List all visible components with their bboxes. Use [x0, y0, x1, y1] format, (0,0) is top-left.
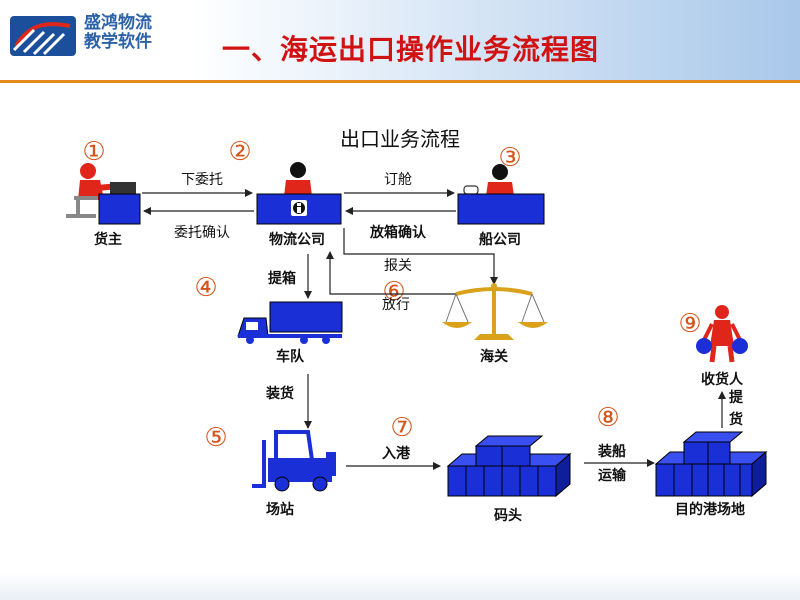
edge-release-confirm-label: 放箱确认	[369, 224, 427, 241]
logo-icon	[10, 16, 76, 56]
step-number-1: ①	[82, 137, 105, 167]
logo-text: 盛鸿物流 教学软件	[84, 14, 194, 52]
edge-declare-customs-label: 报关	[384, 258, 412, 274]
page-title: 一、海运出口操作业务流程图	[222, 33, 600, 66]
scale-icon	[442, 283, 548, 340]
edge-ship-loading-label-2: 运输	[598, 467, 627, 484]
step-number-4: ④	[194, 273, 217, 303]
node-shipper-label: 货主	[93, 231, 122, 248]
node-truck-fleet-label: 车队	[276, 348, 305, 365]
edge-loading-label: 装货	[265, 385, 294, 402]
node-customs-label: 海关	[480, 348, 508, 365]
edge-ship-loading-label-1: 装船	[597, 443, 626, 460]
node-logistics-company-label: 物流公司	[269, 231, 325, 248]
shipper-icon	[66, 163, 141, 225]
node-destination-port-label: 目的港场地	[675, 501, 745, 518]
edge-enter-port-label: 入港	[382, 445, 411, 462]
truck-icon	[237, 301, 343, 344]
forklift-icon	[252, 430, 336, 492]
node-wharf-label: 码头	[494, 507, 522, 524]
edge-pickup-label-1: 提	[729, 390, 744, 406]
diagram-title: 出口业务流程	[340, 127, 460, 151]
step-number-5: ⑤	[204, 423, 227, 453]
edge-clearance-label: 放行	[382, 297, 410, 313]
step-number-6: ⑥	[382, 277, 405, 307]
header-divider	[0, 80, 800, 83]
edge-pickup-label-2: 货	[728, 411, 743, 428]
node-consignee-label: 收货人	[701, 371, 744, 388]
edge-entrust-confirm-label: 委托确认	[174, 225, 230, 241]
shipping-company-icon	[457, 164, 545, 225]
node-yard-label: 场站	[266, 501, 294, 518]
edge-book-space-label: 订舱	[384, 172, 412, 188]
logistics-company-icon	[256, 162, 342, 225]
step-number-7: ⑦	[390, 413, 413, 443]
logo-line-2: 教学软件	[84, 32, 152, 52]
step-number-9: ⑨	[678, 309, 701, 339]
wharf-containers-icon	[446, 435, 572, 498]
header-bar: 盛鸿物流 教学软件 一、海运出口操作业务流程图	[0, 0, 800, 80]
edge-clearance	[326, 251, 458, 295]
edge-entrust-label: 下委托	[181, 172, 223, 188]
edge-pick-container-label: 提箱	[268, 270, 296, 287]
step-number-2: ②	[228, 137, 251, 167]
edge-declare-customs	[343, 228, 498, 285]
footer-band	[0, 572, 800, 600]
logo-line-1: 盛鸿物流	[84, 13, 152, 33]
step-number-8: ⑧	[596, 403, 619, 433]
node-shipping-company-label: 船公司	[479, 231, 521, 248]
consignee-icon	[696, 305, 748, 363]
destination-containers-icon	[654, 431, 768, 498]
